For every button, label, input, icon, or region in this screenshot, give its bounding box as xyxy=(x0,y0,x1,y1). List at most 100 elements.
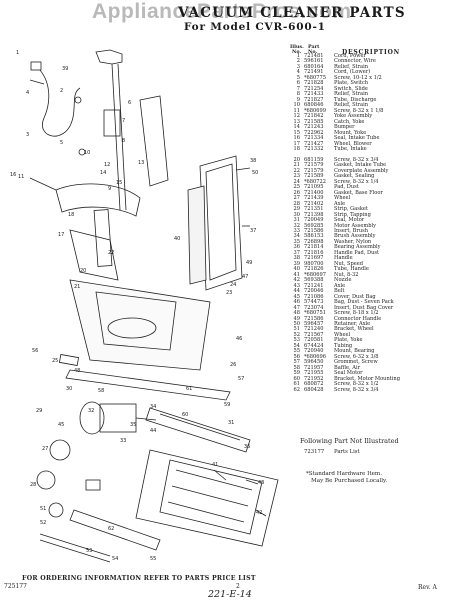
diagram-callout: 47 xyxy=(242,274,248,280)
part-number: 721351 xyxy=(304,206,324,213)
part-description: Gasket, Base Floor xyxy=(334,189,383,196)
part-number: *680696 xyxy=(304,353,326,360)
diagram-callout: 14 xyxy=(100,170,106,176)
part-number: 680164 xyxy=(304,63,324,70)
footer-document-number: 725177 xyxy=(4,583,27,590)
diagram-callout: 3 xyxy=(26,132,29,138)
part-number: 721955 xyxy=(304,370,324,377)
part-number: 721586 xyxy=(304,228,324,234)
part-number: 721243 xyxy=(304,124,324,131)
part-key-number: 41 xyxy=(293,271,300,278)
part-number: 586153 xyxy=(304,233,324,240)
part-description: Catch, Yoke xyxy=(334,118,365,125)
part-number: *680775 xyxy=(304,74,326,81)
part-description: Yoke Assembly xyxy=(334,113,373,120)
intake-tube-drawing xyxy=(69,229,119,281)
part-key-number: 29 xyxy=(293,206,300,213)
part-key-number: 22 xyxy=(293,167,300,174)
part-key-number: 30 xyxy=(293,211,300,218)
part-number: *680697 xyxy=(304,271,326,278)
part-description: Axle xyxy=(334,282,346,289)
part-number: 721241 xyxy=(304,282,324,289)
part-key-number: 13 xyxy=(293,118,300,125)
part-number: 680428 xyxy=(304,386,324,393)
part-number: 721957 xyxy=(304,364,324,371)
diagram-callout: 50 xyxy=(252,170,258,176)
wheel-bracket-drawing xyxy=(69,509,161,551)
diagram-callout: 16 xyxy=(10,172,16,178)
power-cord-drawing xyxy=(37,67,81,137)
part-key-number: 52 xyxy=(293,331,300,338)
switch-plate-drawing xyxy=(103,109,121,137)
part-number: 681159 xyxy=(304,156,324,163)
part-description: Brush Assembly xyxy=(334,233,376,240)
part-description: Pad, Dust xyxy=(334,184,359,191)
part-key-number: 49 xyxy=(293,315,300,322)
diagram-callout: 45 xyxy=(58,422,64,428)
diagram-callout: 1 xyxy=(16,50,19,56)
diagram-callout: 57 xyxy=(238,376,244,382)
part-description: Handle xyxy=(334,255,353,262)
discharge-tube-drawing xyxy=(139,95,169,187)
part-description: Strip, Tapping xyxy=(334,211,371,218)
wheel-drawing xyxy=(49,439,71,461)
diagram-callout: 24 xyxy=(230,282,236,288)
part-description: Axle xyxy=(334,200,346,207)
part-number: 720046 xyxy=(304,288,324,295)
diagram-callout: 34 xyxy=(150,404,156,410)
diagram-callout: 26 xyxy=(230,362,236,368)
part-key-number: 59 xyxy=(293,370,300,377)
part-number: 721439 xyxy=(304,195,324,202)
footer-revision: Rev. A xyxy=(418,584,437,591)
part-description: Belt xyxy=(334,288,345,295)
part-key-number: 23 xyxy=(293,173,300,180)
part-key-number: 43 xyxy=(293,282,300,289)
diagram-callout: 44 xyxy=(150,428,156,434)
part-key-number: 50 xyxy=(293,320,300,327)
part-key-number: 56 xyxy=(293,353,300,360)
part-number: 721433 xyxy=(304,91,324,98)
part-description: Relief, Strain xyxy=(334,91,368,98)
part-key-number: 57 xyxy=(293,359,300,366)
part-description: Mount, Bearing xyxy=(334,348,375,355)
diagram-callout: 38 xyxy=(250,158,256,164)
part-number: 569285 xyxy=(304,222,324,229)
diagram-callout: 22 xyxy=(108,250,114,256)
part-key-number: 27 xyxy=(293,195,300,202)
diagram-callout: 31 xyxy=(228,420,234,426)
part-key-number: 21 xyxy=(293,162,300,169)
part-key-number: 34 xyxy=(293,233,300,240)
diagram-callout: 54 xyxy=(112,556,118,562)
handle-grip-drawing xyxy=(95,49,123,65)
diagram-callout: 59 xyxy=(224,402,230,408)
part-key-number: 2 xyxy=(296,58,300,65)
part-key-number: 62 xyxy=(293,386,300,393)
model-subtitle: For Model CVR-600-1 xyxy=(184,21,326,33)
part-number: 680872 xyxy=(304,381,324,388)
part-number: 721567 xyxy=(304,331,324,338)
part-number: 720940 xyxy=(304,348,324,355)
part-number: 721827 xyxy=(304,96,324,103)
motor-housing-drawing xyxy=(69,279,211,371)
part-description: Screw, 8-32 x 3/4 xyxy=(334,156,379,163)
part-description: Screw, 8-18 x 1/2 xyxy=(334,310,379,317)
part-number: 596457 xyxy=(304,320,324,327)
part-description: Screw, 8-32 x 1/2 xyxy=(334,381,379,388)
part-number: 722962 xyxy=(304,129,324,136)
